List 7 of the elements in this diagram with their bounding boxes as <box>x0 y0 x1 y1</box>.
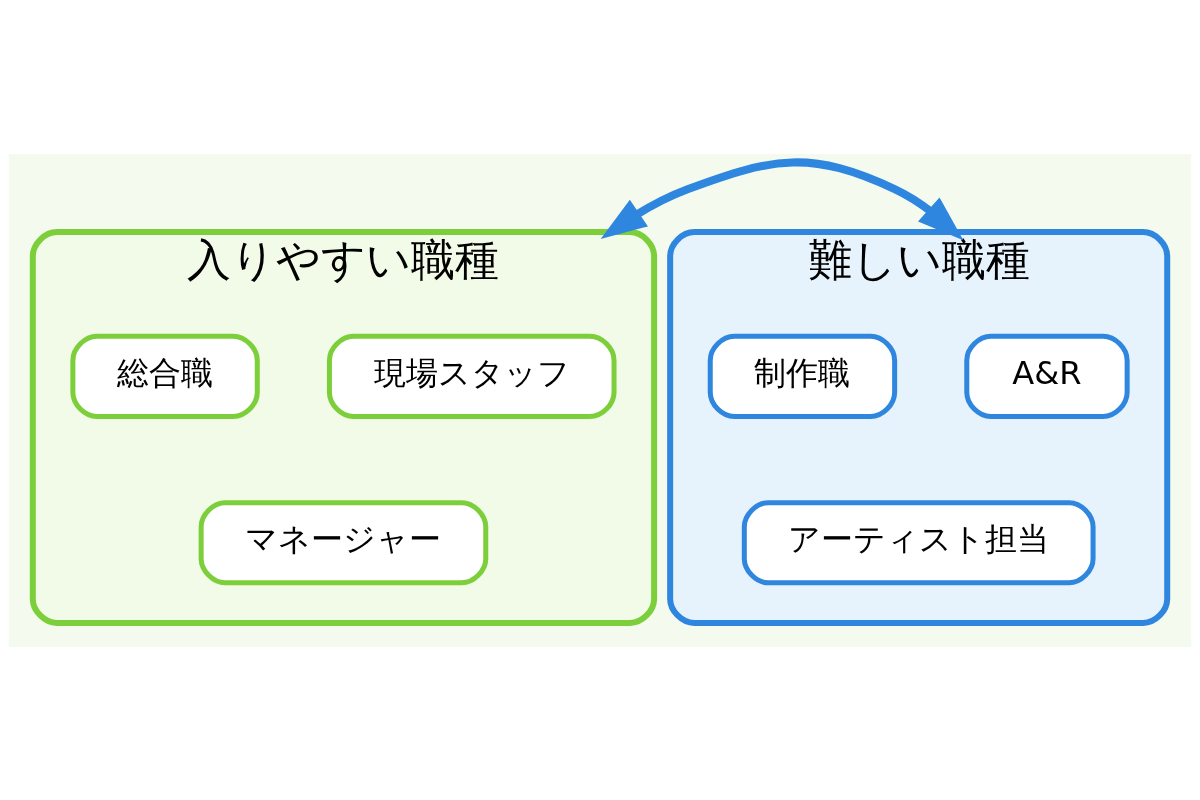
node-box: 現場スタッフ <box>326 333 617 419</box>
node-box: マネージャー <box>198 499 489 585</box>
node-box: 制作職 <box>707 333 898 419</box>
node-box: A&R <box>964 333 1130 419</box>
arrow <box>600 157 964 240</box>
node-box: 総合職 <box>70 333 260 419</box>
node-box: アーティスト担当 <box>741 499 1096 585</box>
